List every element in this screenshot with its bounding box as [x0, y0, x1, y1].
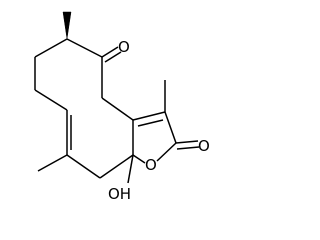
bond-c5-oh	[127, 154, 134, 184]
macrocycle-bonds	[34, 38, 134, 179]
bond-c3-c4	[101, 97, 134, 121]
bond-c1-methyl-wedge	[62, 11, 72, 40]
bond-c1-c2	[66, 38, 103, 58]
substituent-bonds	[37, 11, 200, 184]
bond-c8-c9	[34, 89, 68, 111]
bond-c6-c7	[66, 154, 101, 179]
bond-c12-o-ring	[156, 142, 177, 162]
ketone-oxygen-label: O	[118, 38, 130, 56]
bond-c10-c1	[34, 38, 68, 58]
atom-labels: O O O OH	[108, 38, 210, 203]
lactone-carbonyl-oxygen-label: O	[198, 137, 210, 155]
bond-c4-c11-outer	[132, 111, 166, 121]
bond-lactone-carbonyl-1	[175, 140, 199, 144]
bond-c4-c11-inner	[137, 119, 164, 127]
bond-o-ring-c5	[132, 154, 146, 164]
molecule-diagram: O O O OH	[34, 11, 210, 203]
lactone-bonds	[132, 111, 177, 164]
bond-ketone-double-2	[104, 51, 122, 63]
bond-ketone-double-1	[101, 46, 119, 58]
hydroxyl-label: OH	[108, 185, 131, 203]
bond-c11-c12	[164, 111, 177, 144]
bond-c5-c6	[99, 154, 134, 179]
ring-oxygen-label: O	[145, 156, 157, 174]
bond-c8-methyl	[37, 154, 68, 172]
bond-lactone-carbonyl-2	[176, 146, 200, 150]
